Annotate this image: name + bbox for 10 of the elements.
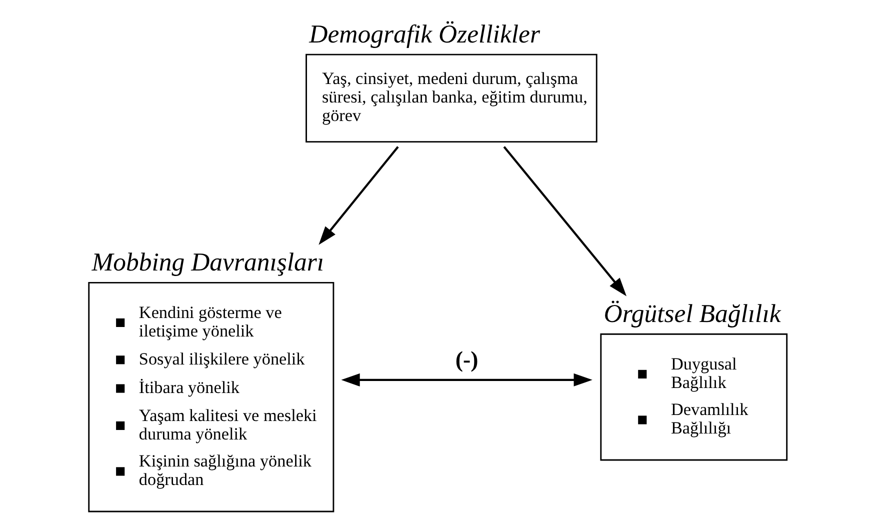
node-label: Örgütsel Bağlılık [604,298,781,328]
arrow [341,373,592,386]
node-label: Demografik Özellikler [309,19,540,48]
arrow [318,146,399,245]
arrow [503,146,627,296]
node-box: Duygusal Bağlılık Devamlılık Bağlılığı [600,333,788,461]
node-label: Mobbing Davranışları [92,247,324,276]
node-box: Yaş, cinsiyet, medeni durum, çalışma süresi, çalışılan banka, eğitim durumu, görev [306,54,598,142]
edge-label: (-) [455,346,478,372]
node-box: Kendini gösterme ve iletişime yönelik Sosyal ilişkilere yönelik İtibara yönelik Yaşam kalitesi ve mesleki duruma yönelik Kişinin sağlığına yönelik doğrudan [88,282,334,512]
